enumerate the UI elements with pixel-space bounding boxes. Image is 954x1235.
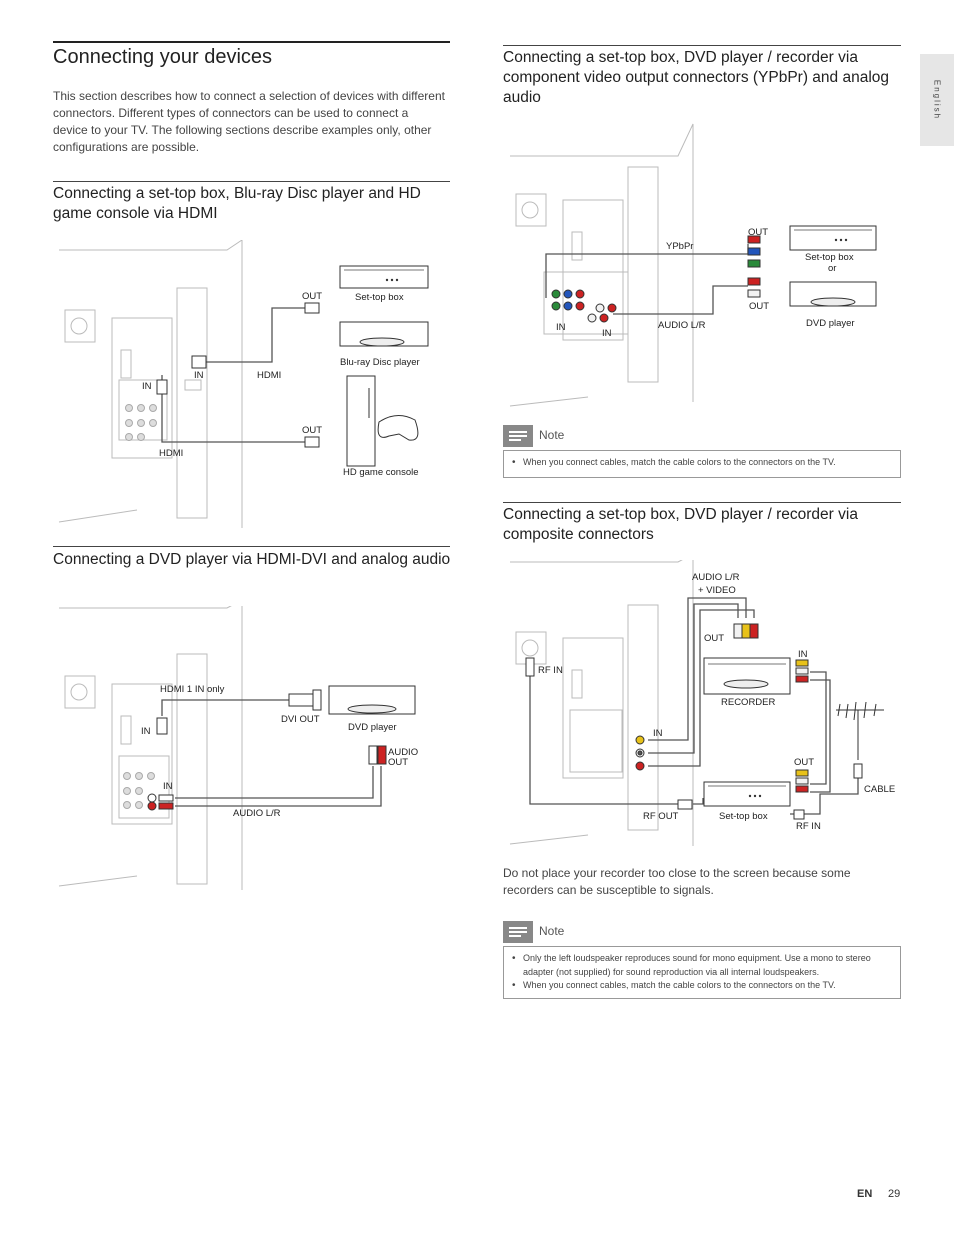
component-plugs	[595, 235, 761, 313]
component-note-header: Note	[503, 425, 623, 447]
composite-label-audio-lr: AUDIO L/R	[692, 572, 740, 583]
hdmi-cables	[161, 307, 305, 443]
composite-label-in-2: IN	[798, 649, 808, 660]
hdmi-label-out-1: OUT	[302, 291, 322, 302]
note-icon	[503, 921, 533, 943]
set-top-box-device	[339, 265, 429, 289]
recorder-device	[703, 657, 791, 695]
dvi-label-in-1: IN	[141, 726, 151, 737]
dvi-section-rule	[53, 546, 450, 547]
composite-label-rf-in: RF IN	[538, 665, 563, 676]
composite-note-label: Note	[539, 924, 565, 938]
dvi-label-audio: AUDIO	[388, 747, 418, 758]
tv-audio-jacks	[125, 404, 157, 441]
tv-rear-panel	[58, 240, 243, 528]
hdmi-label-hdmi-1: HDMI	[257, 370, 281, 381]
composite-cables	[529, 597, 859, 815]
dvi-label-out: OUT	[388, 757, 408, 768]
hdmi-section-heading: Connecting a set-top box, Blu-ray Disc p…	[53, 185, 421, 222]
blu-ray-player-device	[339, 321, 429, 347]
composite-note-header: Note	[503, 921, 623, 943]
language-tab: English	[920, 54, 954, 146]
composite-body-text: Do not place your recorder too close to …	[503, 866, 851, 897]
dvi-label-dvi-out: DVI OUT	[281, 714, 320, 725]
hdmi-connection-diagram: OUT Set-top box IN IN HDMI Blu-ray Disc …	[58, 240, 429, 528]
footer-language-code: EN	[857, 1188, 873, 1200]
hdmi-section-rule	[53, 181, 450, 182]
component-label-ypbpr: YPbPr	[666, 241, 693, 252]
tv-audio-jacks	[123, 772, 155, 809]
composite-label-rf-in-2: RF IN	[796, 821, 821, 832]
composite-label-out-1: OUT	[704, 633, 724, 644]
composite-connection-diagram: AUDIO L/R + VIDEO OUT RF IN IN RECORDER …	[509, 560, 895, 846]
dvi-label-audio-lr: AUDIO L/R	[233, 808, 281, 819]
hdmi-label-settop: Set-top box	[355, 292, 404, 303]
dvi-connection-diagram: HDMI 1 IN only IN DVI OUT DVD player AUD…	[58, 606, 418, 890]
component-label-audio-lr: AUDIO L/R	[658, 320, 706, 331]
component-label-out-1: OUT	[748, 227, 768, 238]
composite-note-box: Only the left loudspeaker reproduces sou…	[503, 946, 901, 999]
tv-rear-panel	[509, 560, 694, 846]
set-top-box-device	[789, 225, 877, 251]
composite-label-cable: CABLE	[864, 784, 895, 795]
dvi-label-dvd: DVD player	[348, 722, 397, 733]
footer-page-number: 29	[888, 1188, 901, 1200]
dvd-player-device	[789, 281, 877, 307]
dvi-section-heading: Connecting a DVD player via HDMI-DVI and…	[53, 551, 451, 568]
hdmi-label-game: HD game console	[343, 467, 419, 478]
composite-label-video: + VIDEO	[698, 585, 736, 596]
component-section-heading: Connecting a set-top box, DVD player / r…	[503, 49, 890, 106]
set-top-box-device	[703, 781, 791, 807]
language-tab-label: English	[932, 79, 942, 121]
component-note-box: When you connect cables, match the cable…	[503, 450, 901, 478]
dvd-player-device	[328, 685, 416, 715]
composite-label-rf-out: RF OUT	[643, 811, 679, 822]
dvi-cables	[161, 699, 382, 807]
component-label-or: or	[828, 263, 836, 274]
hdmi-plugs	[156, 302, 320, 448]
hdmi-label-hdmi-2: HDMI	[159, 448, 183, 459]
dvi-label-hdmi1-in: HDMI 1 IN only	[160, 684, 225, 695]
tv-component-jacks	[551, 289, 609, 323]
component-label-out-2: OUT	[749, 301, 769, 312]
hdmi-label-in-1: IN	[194, 370, 204, 381]
dvi-plugs	[147, 689, 387, 811]
component-label-in-2: IN	[602, 328, 612, 339]
component-note-item: When you connect cables, match the cable…	[512, 456, 892, 470]
composite-label-in-1: IN	[653, 728, 663, 739]
composite-label-recorder: RECORDER	[721, 697, 776, 708]
intro-paragraph: This section describes how to connect a …	[53, 89, 445, 154]
hdmi-label-in-2: IN	[142, 381, 152, 392]
composite-section-rule	[503, 502, 901, 503]
component-note-label: Note	[539, 428, 565, 442]
component-label-dvd: DVD player	[806, 318, 855, 329]
hdmi-label-bluray: Blu-ray Disc player	[340, 357, 420, 368]
note-icon	[503, 425, 533, 447]
composite-label-out-2: OUT	[794, 757, 814, 768]
tv-rear-panel	[58, 606, 243, 890]
composite-plugs	[525, 623, 863, 820]
component-label-settop: Set-top box	[805, 252, 854, 263]
title-rule	[53, 41, 450, 43]
composite-label-settop: Set-top box	[719, 811, 768, 822]
dvi-label-in-2: IN	[163, 781, 173, 792]
composite-note-item-1: Only the left loudspeaker reproduces sou…	[512, 952, 892, 979]
antenna-icon	[836, 701, 884, 760]
page-title: Connecting your devices	[53, 46, 273, 68]
game-console-device	[346, 375, 419, 467]
component-label-in-1: IN	[556, 322, 566, 333]
composite-section-heading: Connecting a set-top box, DVD player / r…	[503, 506, 858, 543]
composite-note-item-2: When you connect cables, match the cable…	[512, 979, 892, 993]
component-connection-diagram: OUT YPbPr Set-top box or OUT IN IN AUDIO…	[509, 123, 877, 407]
hdmi-label-out-2: OUT	[302, 425, 322, 436]
tv-rear-panel	[509, 123, 694, 407]
component-section-rule	[503, 45, 901, 46]
